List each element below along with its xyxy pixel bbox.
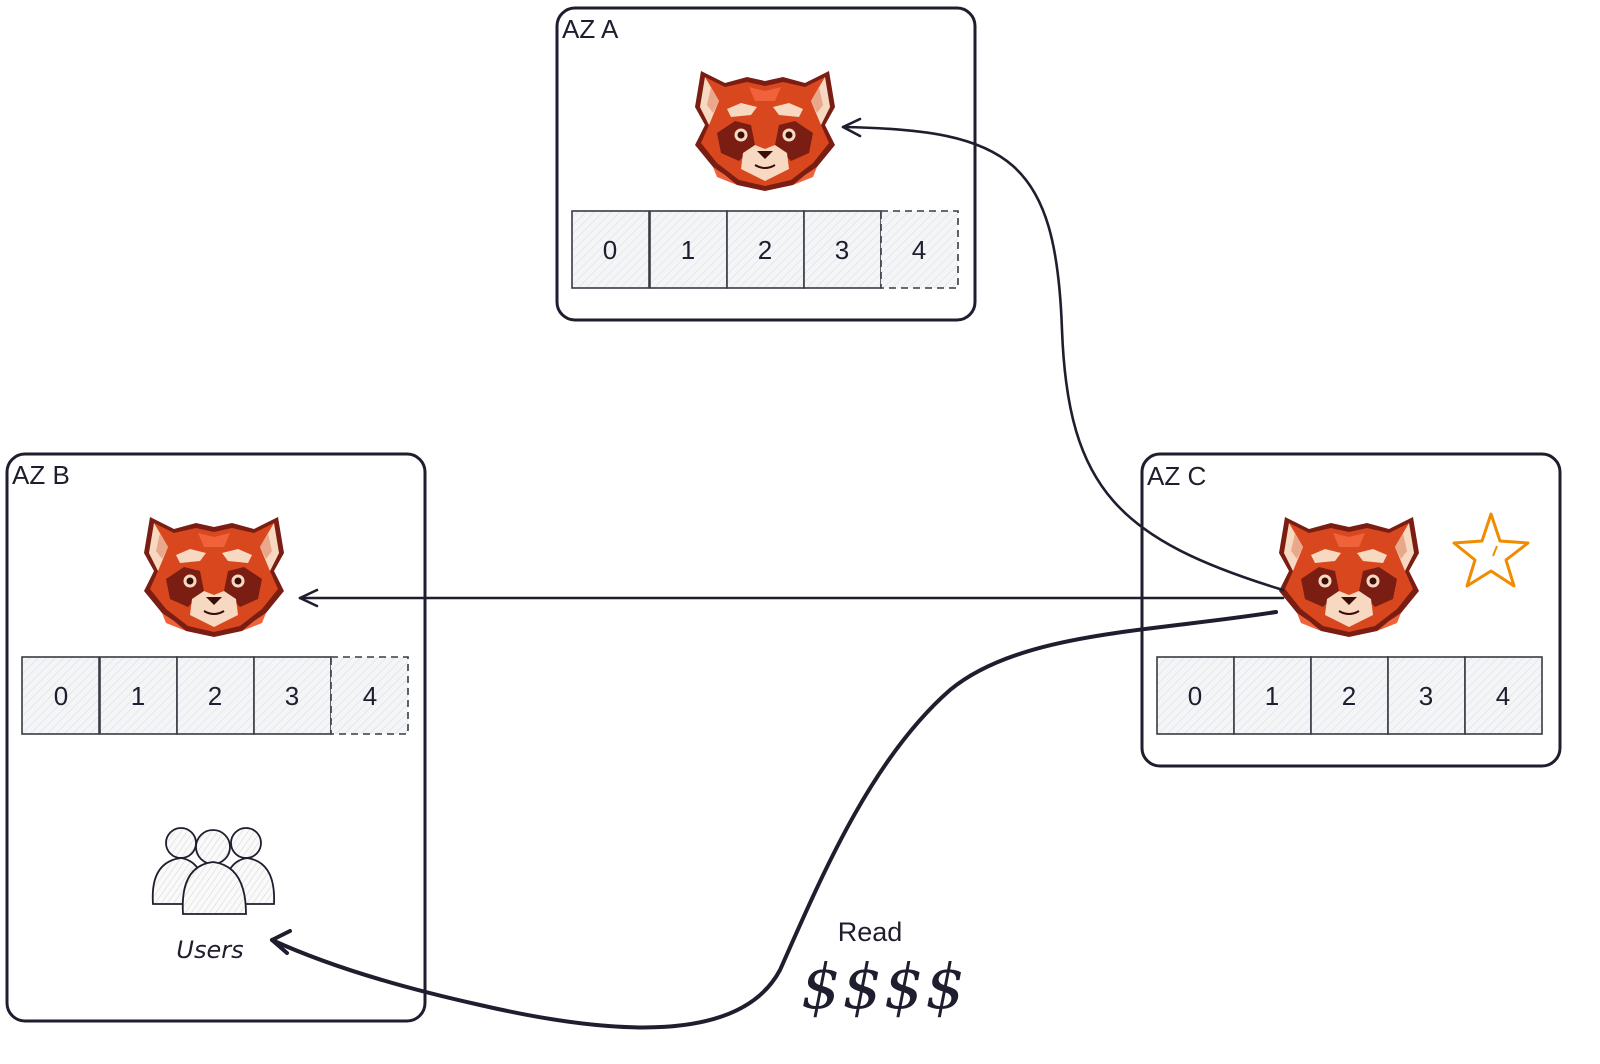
connection-c-to-a — [841, 117, 1285, 592]
partition-cell — [803, 210, 882, 289]
partition-label: 0 — [603, 235, 617, 265]
connection-c-to-users — [270, 610, 1278, 1030]
read-label: Read — [838, 917, 903, 947]
read-cost-label: $$$$ — [801, 950, 967, 1023]
partition-label: 0 — [54, 681, 68, 711]
partition-cell — [1310, 656, 1389, 735]
partition-cell — [649, 210, 728, 289]
partition-cell-pending — [330, 656, 409, 735]
partition-label: 4 — [1496, 681, 1510, 711]
star-detail — [1492, 545, 1498, 557]
partition-label: 4 — [363, 681, 377, 711]
partition-cell — [176, 656, 255, 735]
zone-az-b-frame — [5, 452, 427, 1023]
partition-label: 1 — [1265, 681, 1279, 711]
zone-az-b: AZ B 0 1 2 3 4 Users — [5, 452, 427, 1023]
partition-label: 3 — [835, 235, 849, 265]
partition-cell — [1464, 656, 1543, 735]
partition-cell — [1156, 656, 1235, 735]
zone-az-a: AZ A 0 1 2 3 4 — [555, 6, 977, 322]
partition-label: 1 — [681, 235, 695, 265]
partition-cell-pending — [880, 210, 959, 289]
red-panda-icon — [694, 70, 836, 192]
star-icon — [1452, 512, 1530, 588]
zone-az-c: AZ C 0 1 2 3 4 — [1140, 452, 1562, 768]
partition-label: 2 — [1342, 681, 1356, 711]
partition-label: 3 — [285, 681, 299, 711]
partition-label: 1 — [131, 681, 145, 711]
partition-label: 2 — [208, 681, 222, 711]
partition-cell — [726, 210, 805, 289]
partition-label: 0 — [1188, 681, 1202, 711]
users-label: Users — [176, 936, 243, 964]
partition-label: 2 — [758, 235, 772, 265]
zone-az-b-label: AZ B — [12, 460, 70, 490]
partition-cell — [1233, 656, 1312, 735]
zone-az-a-partitions: 0 1 2 3 4 — [571, 210, 959, 289]
partition-cell — [99, 656, 178, 735]
partition-label: 4 — [912, 235, 926, 265]
zone-az-c-label: AZ C — [1147, 461, 1206, 491]
partition-cell — [253, 656, 332, 735]
red-panda-icon — [143, 516, 285, 638]
zone-az-c-partitions: 0 1 2 3 4 — [1156, 656, 1543, 735]
connection-c-to-b — [298, 588, 1285, 608]
partition-label: 3 — [1419, 681, 1433, 711]
zone-az-a-label: AZ A — [562, 14, 619, 44]
red-panda-icon — [1278, 516, 1420, 638]
users-group-icon — [151, 827, 275, 915]
partition-cell — [571, 210, 650, 289]
partition-cell — [21, 656, 100, 735]
zone-az-b-partitions: 0 1 2 3 4 — [21, 656, 409, 735]
